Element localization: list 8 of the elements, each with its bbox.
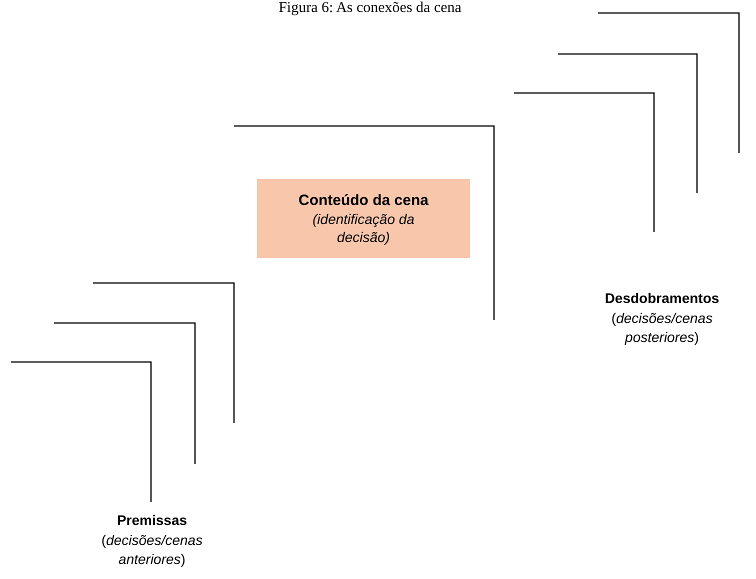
- group-description: (decisões/cenas posteriores): [610, 309, 714, 347]
- group-heading: Desdobramentos: [604, 289, 720, 308]
- content-box: [257, 179, 470, 258]
- group-description: (decisões/cenas anteriores): [100, 531, 204, 569]
- box-subtitle: (identificação da decisão): [312, 210, 416, 246]
- box-heading: Conteúdo da cena: [298, 192, 428, 210]
- group-heading: Premissas: [116, 511, 188, 530]
- figure-title: Figura 6: As conexões da cena: [278, 0, 462, 17]
